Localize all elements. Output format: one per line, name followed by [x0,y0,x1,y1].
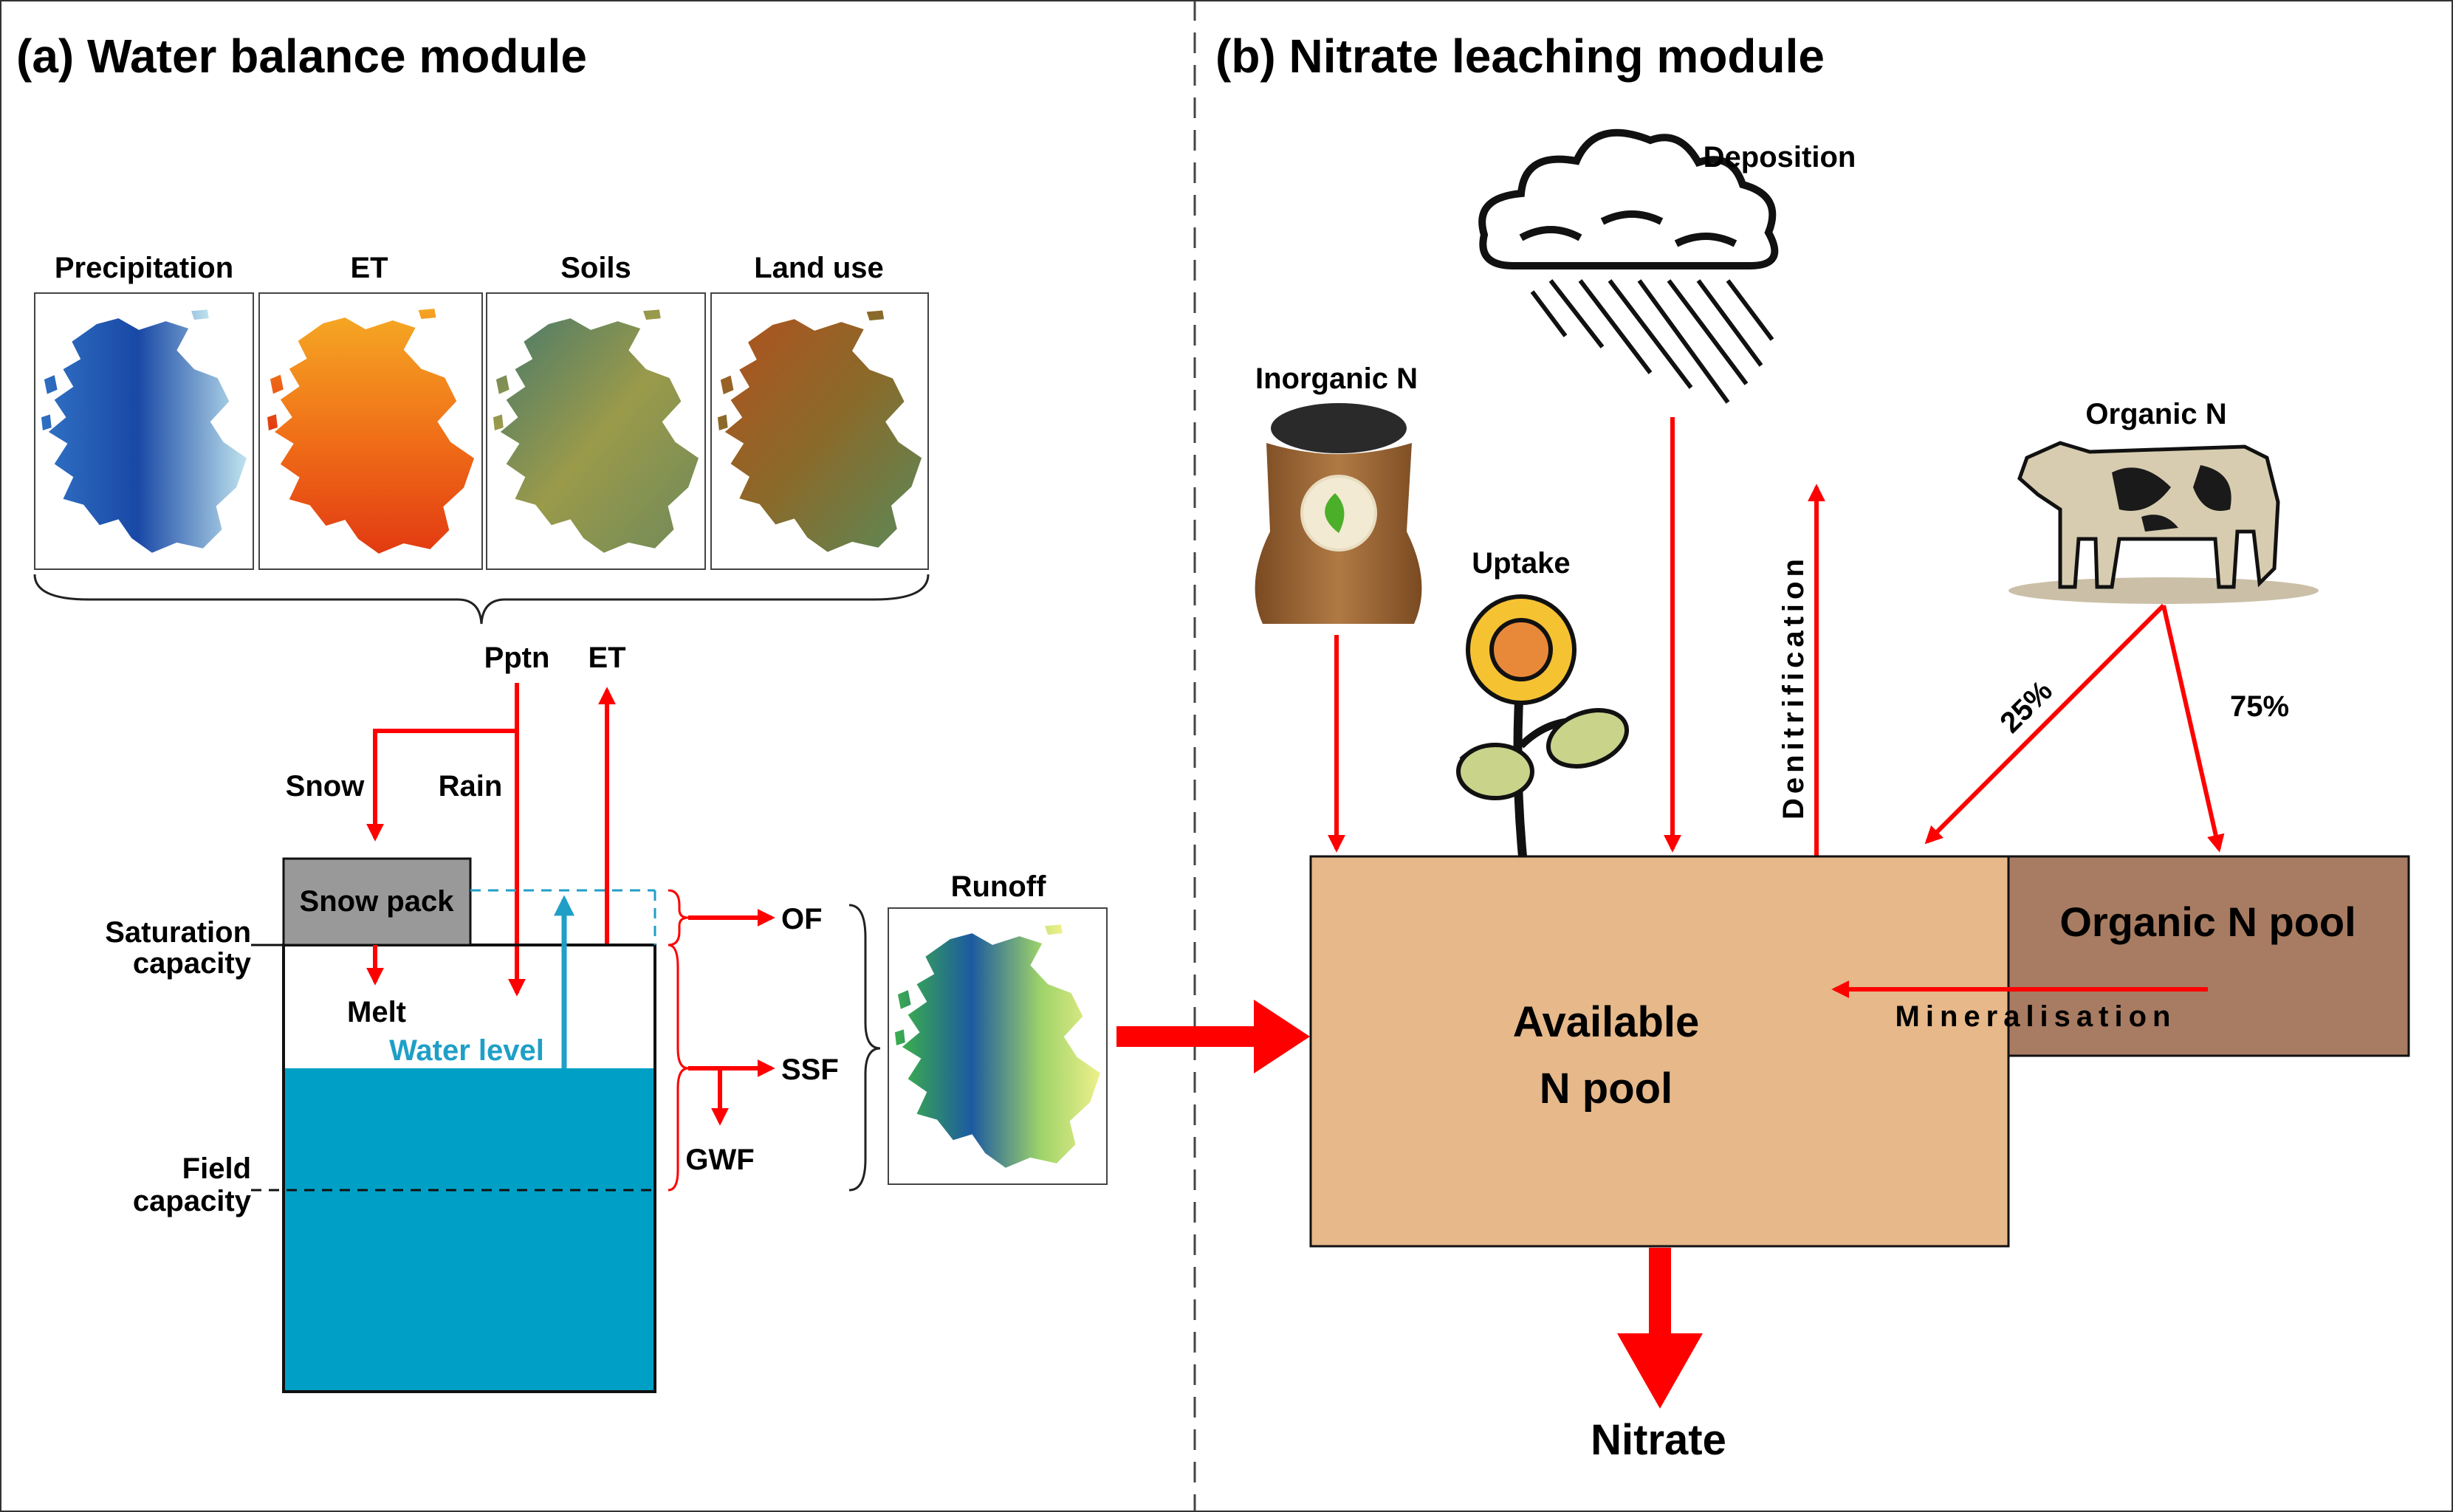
maps-brace [33,574,930,625]
runoff-to-pool-arrow [1116,1000,1310,1073]
inorganic-n-label: Inorganic N [1255,362,1418,395]
nitrate-arrow [1617,1248,1703,1409]
pct-75-label: 75% [2230,690,2289,723]
melt-label: Melt [347,996,406,1028]
of-label: OF [781,903,823,935]
uptake-label: Uptake [1472,547,1570,580]
panel-a-title: (a) Water balance module [16,30,587,83]
available-pool-label-1: Available [1513,998,1700,1046]
runoff-label: Runoff [951,870,1047,903]
gwf-label: GWF [685,1144,754,1176]
ssf-label: SSF [781,1054,839,1086]
pptn-label: Pptn [484,642,550,674]
precipitation-label: Precipitation [55,252,233,284]
saturation-label-2: capacity [133,947,252,980]
et-label: ET [588,642,625,674]
map-precipitation: Precipitation [34,252,254,570]
organic-n-label: Organic N [2085,398,2226,430]
cow-icon [2008,441,2319,604]
snow-arrow [366,729,517,842]
nitrate-label: Nitrate [1591,1416,1726,1464]
soils-label: Soils [560,252,631,284]
of-brace [668,889,689,946]
panel-b-title: (b) Nitrate leaching module [1215,30,1825,83]
map-soils: Soils [486,252,706,570]
rain-label: Rain [439,770,503,803]
pct-25-label: 25% [1994,675,2059,740]
water-storage [284,1068,655,1392]
organic-75-arrow [2161,605,2225,853]
et-map-label: ET [350,252,388,284]
snow-label: Snow [286,770,366,803]
runoff-brace [848,904,881,1192]
saturation-label-1: Saturation [105,916,251,949]
organic-pool-label: Organic N pool [2059,898,2356,945]
fertiliser-sack-icon [1255,403,1422,624]
water-level-label: Water level [389,1034,544,1067]
organic-pool-box [2007,855,2410,1057]
organic-25-arrow [1924,603,2166,845]
field-label-2: capacity [133,1185,252,1217]
snow-pack-label: Snow pack [300,885,455,918]
available-pool-box [1309,855,2010,1248]
available-pool-label-2: N pool [1540,1065,1672,1113]
sunflower-icon [1456,594,1630,857]
cloud-icon [1478,128,1779,404]
deposition-label: Deposition [1704,141,1856,173]
mineralisation-label: Mineralisation [1896,1000,2177,1033]
map-et: ET [258,252,483,570]
land-use-label: Land use [754,252,884,284]
map-land-use: Land use [710,252,929,570]
denitrification-label: Denitrification [1777,554,1810,819]
snow-pack-box [282,857,472,946]
field-label-1: Field [182,1152,251,1185]
